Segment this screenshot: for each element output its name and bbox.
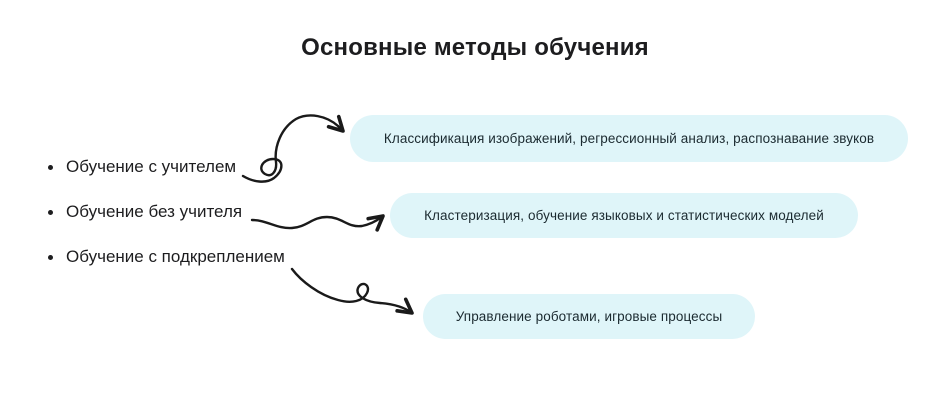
example-box-unsupervised: Кластеризация, обучение языковых и стати…	[390, 193, 858, 238]
arrow-reinforcement-icon	[290, 267, 414, 315]
method-label: Обучение с учителем	[66, 157, 237, 176]
example-box-reinforcement: Управление роботами, игровые процессы	[423, 294, 755, 339]
bullet-icon	[48, 164, 53, 170]
list-item-supervised: Обучение с учителем	[48, 156, 285, 178]
method-label: Обучение без учителя	[66, 202, 243, 221]
bullet-icon	[48, 209, 53, 215]
example-box-supervised: Классификация изображений, регрессионный…	[350, 115, 908, 162]
list-item-unsupervised: Обучение без учителя	[48, 201, 285, 223]
bullet-icon	[48, 254, 53, 260]
example-box-label: Классификация изображений, регрессионный…	[383, 131, 875, 146]
page-title: Основные методы обучения	[301, 34, 649, 61]
example-box-label: Кластеризация, обучение языковых и стати…	[424, 208, 824, 223]
method-label: Обучение с подкреплением	[66, 247, 285, 266]
methods-list: Обучение с учителем Обучение без учителя…	[48, 156, 285, 291]
list-item-reinforcement: Обучение с подкреплением	[48, 246, 285, 268]
example-box-label: Управление роботами, игровые процессы	[455, 309, 723, 324]
